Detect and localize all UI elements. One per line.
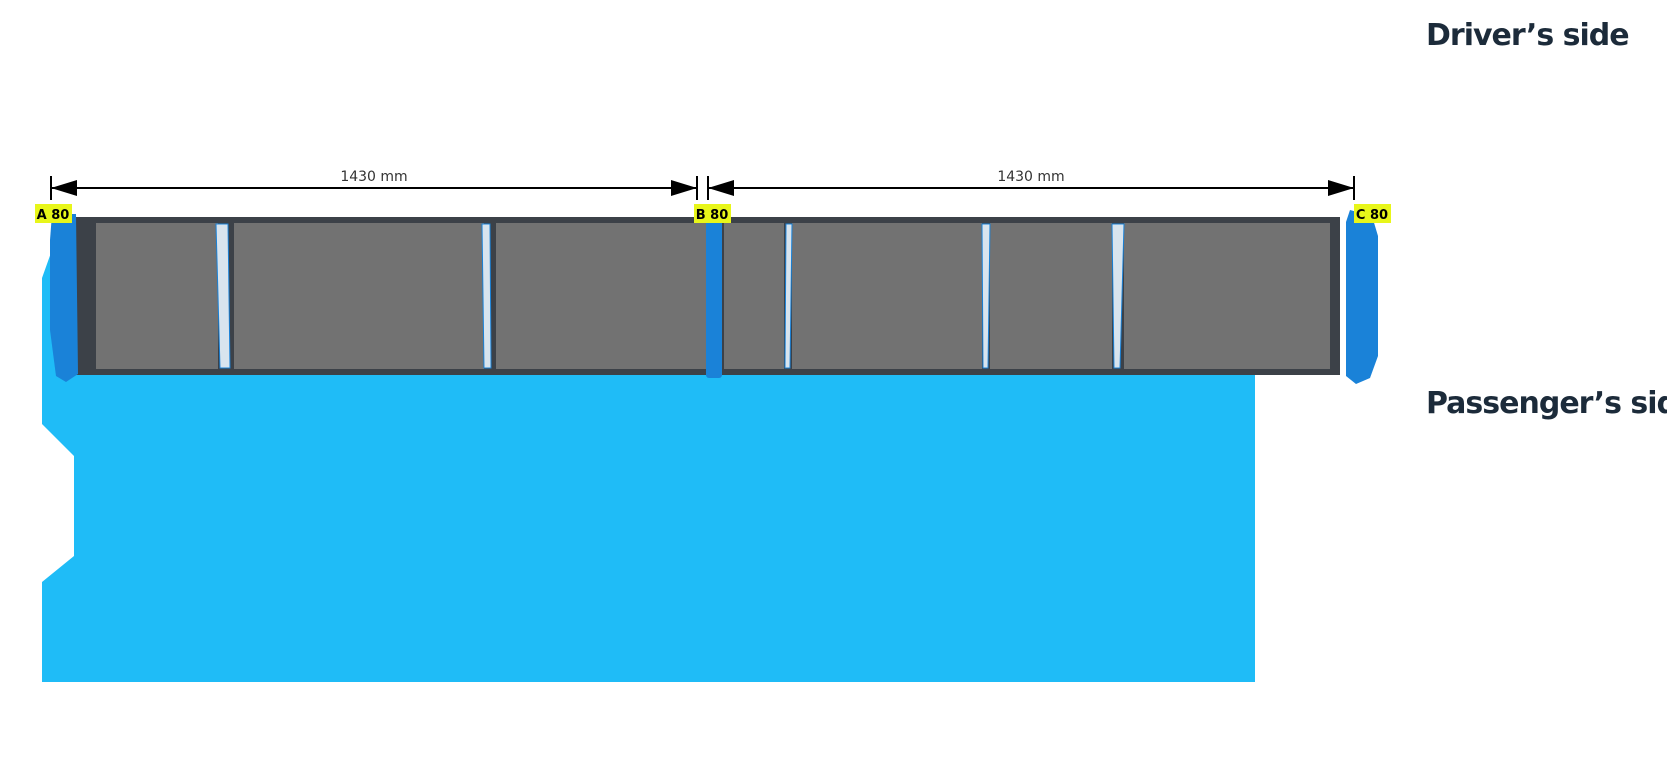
rack-slat [215, 223, 231, 369]
anchor-label-b: B 80 [696, 208, 729, 223]
anchor-label-a: A 80 [37, 208, 70, 223]
rack-slat [981, 223, 991, 369]
bracket-b [706, 218, 722, 378]
bracket-c [1346, 210, 1378, 384]
dimension-lines [50, 176, 1355, 200]
rack-slat [784, 223, 793, 369]
arrow-right-icon [1328, 180, 1354, 196]
rack-panel [792, 223, 982, 369]
rack-panel [1124, 223, 1330, 369]
rack-panel [496, 223, 706, 369]
rack-end-brackets [50, 210, 1378, 384]
dimension-label-ab: 1430 mm [340, 169, 407, 185]
dimension-label-bc: 1430 mm [997, 169, 1064, 185]
bracket-a [50, 214, 78, 382]
dimension-arrows [51, 180, 1354, 196]
rack-slats [215, 223, 1125, 369]
rack-panel [96, 223, 218, 369]
anchor-label-c: C 80 [1356, 208, 1388, 223]
rack-slat [1111, 223, 1125, 369]
passengers-side-label: Passenger’s side [1426, 386, 1667, 421]
arrow-left-icon [708, 180, 734, 196]
drivers-side-label: Driver’s side [1426, 18, 1630, 53]
arrow-right-icon [671, 180, 697, 196]
arrow-left-icon [51, 180, 77, 196]
anchor-badge-c: C 80 [1354, 204, 1391, 223]
rack-panel [724, 223, 784, 369]
rack-panels [96, 223, 1330, 369]
rack-slat [481, 223, 492, 369]
rack-panel [234, 223, 484, 369]
rack-panel [990, 223, 1112, 369]
anchor-badge-a: A 80 [35, 204, 72, 223]
anchor-badge-b: B 80 [694, 204, 731, 223]
